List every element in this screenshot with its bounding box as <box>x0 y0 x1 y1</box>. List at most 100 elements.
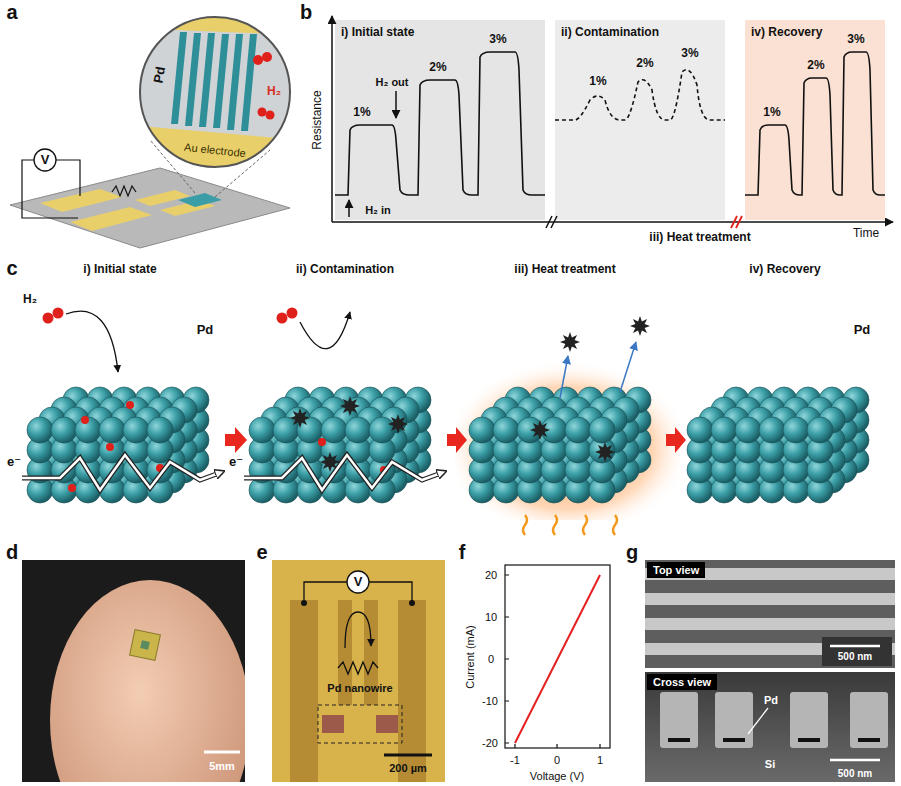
figure-label: iii) Heat treatment <box>514 263 615 276</box>
figure-label: -1 <box>510 754 520 766</box>
stage-band: iv) Recovery <box>745 20 885 220</box>
pd-atom <box>123 417 149 443</box>
figure-label: 10 <box>485 611 497 623</box>
figure-label: Time <box>853 227 879 240</box>
pd-atom <box>589 417 615 443</box>
node-title: Top view <box>653 564 699 576</box>
figure-label: 2% <box>429 61 446 74</box>
figure-label: H₂ <box>267 85 281 98</box>
figure-label: iii) Heat treatment <box>649 231 750 244</box>
figure-label: -10 <box>482 695 498 707</box>
pd-atom <box>249 417 275 443</box>
contaminant <box>530 420 550 440</box>
pd-atom <box>147 417 173 443</box>
pd-atom <box>735 417 761 443</box>
figure-label: Pd <box>764 694 778 706</box>
pd-atom <box>27 417 53 443</box>
figure-label: ii) Contamination <box>296 263 394 276</box>
pd-atom <box>783 417 809 443</box>
pd-atom <box>321 417 347 443</box>
panel-letter: c <box>6 257 17 279</box>
panel-letter: g <box>626 541 638 563</box>
figure-label: Si <box>765 758 775 770</box>
figure-label: Pd nanowire <box>327 682 392 694</box>
pd-atom <box>687 417 713 443</box>
pd-lattice <box>687 387 869 503</box>
pd-atom <box>51 417 77 443</box>
figure-label: -20 <box>482 737 498 749</box>
pd-atom <box>807 417 833 443</box>
stage-band: i) Initial state <box>335 20 545 220</box>
figure-label: 1% <box>589 75 606 88</box>
pd-atom <box>735 417 761 443</box>
pd-atom <box>589 417 615 443</box>
contaminant <box>595 442 615 462</box>
pd-lattice <box>249 387 431 503</box>
figure-label: 1% <box>353 106 370 119</box>
node-title: i) Initial state <box>341 25 539 39</box>
pd-atom <box>759 417 785 443</box>
figure-label: 3% <box>681 47 698 60</box>
panel-letter: e <box>256 541 267 563</box>
figure-label: Current (mA) <box>464 625 476 689</box>
figure-label: 0 <box>554 754 560 766</box>
pd-atom <box>51 417 77 443</box>
pd-atom <box>565 417 591 443</box>
pd-atom <box>75 417 101 443</box>
figure-label: e⁻ <box>229 455 243 469</box>
contaminant <box>340 396 360 416</box>
view-tag: Top view <box>647 562 705 578</box>
figure-label: 5mm <box>209 760 235 772</box>
figure-label: 3% <box>847 33 864 46</box>
node-title: Cross view <box>653 676 711 688</box>
stage-band: ii) Contamination <box>555 20 725 220</box>
pd-atom <box>321 417 347 443</box>
figure-label: 20 <box>485 569 497 581</box>
figure-label: 200 µm <box>389 762 427 774</box>
figure-label: 2% <box>636 57 653 70</box>
pd-atom <box>369 417 395 443</box>
pd-atom <box>99 417 125 443</box>
figure-label: e⁻ <box>7 455 21 469</box>
figure-label: H₂ in <box>365 204 391 216</box>
figure-label: H₂ out <box>376 76 409 88</box>
pd-atom <box>345 417 371 443</box>
figure-label: iv) Recovery <box>749 263 820 276</box>
figure-label: Pd <box>152 66 169 85</box>
pd-atom <box>369 417 395 443</box>
pd-atom <box>807 417 833 443</box>
figure-label: 1% <box>763 106 780 119</box>
panel-letter: d <box>6 541 18 563</box>
figure-label: 0 <box>488 653 494 665</box>
pd-atom <box>75 417 101 443</box>
pd-atom <box>565 417 591 443</box>
pd-lattice <box>27 387 209 503</box>
figure-label: V <box>41 153 50 167</box>
pd-atom <box>759 417 785 443</box>
contaminant <box>630 316 650 336</box>
pd-atom <box>123 417 149 443</box>
figure-label: 3% <box>489 33 506 46</box>
figure-label: Voltage (V) <box>530 770 584 782</box>
figure-label: Pd <box>197 323 214 337</box>
figure-label: Pd <box>854 323 871 337</box>
pd-atom <box>711 417 737 443</box>
pd-atom <box>345 417 371 443</box>
figure-label: 500 nm <box>838 651 872 662</box>
figure-label: 1 <box>597 754 603 766</box>
view-tag: Cross view <box>647 674 717 690</box>
figure-label: H₂ <box>23 293 37 306</box>
panel-letter: f <box>459 541 466 563</box>
pd-atom <box>469 417 495 443</box>
pd-atom <box>99 417 125 443</box>
figure-label: V <box>354 575 363 589</box>
pd-atom <box>147 417 173 443</box>
pd-atom <box>493 417 519 443</box>
contaminant <box>560 332 580 352</box>
node-title: ii) Contamination <box>561 25 719 39</box>
panel-letter: a <box>6 1 17 23</box>
pd-atom <box>783 417 809 443</box>
contaminant <box>388 414 408 434</box>
panel-letter: b <box>300 1 312 23</box>
figure-label: 2% <box>807 59 824 72</box>
